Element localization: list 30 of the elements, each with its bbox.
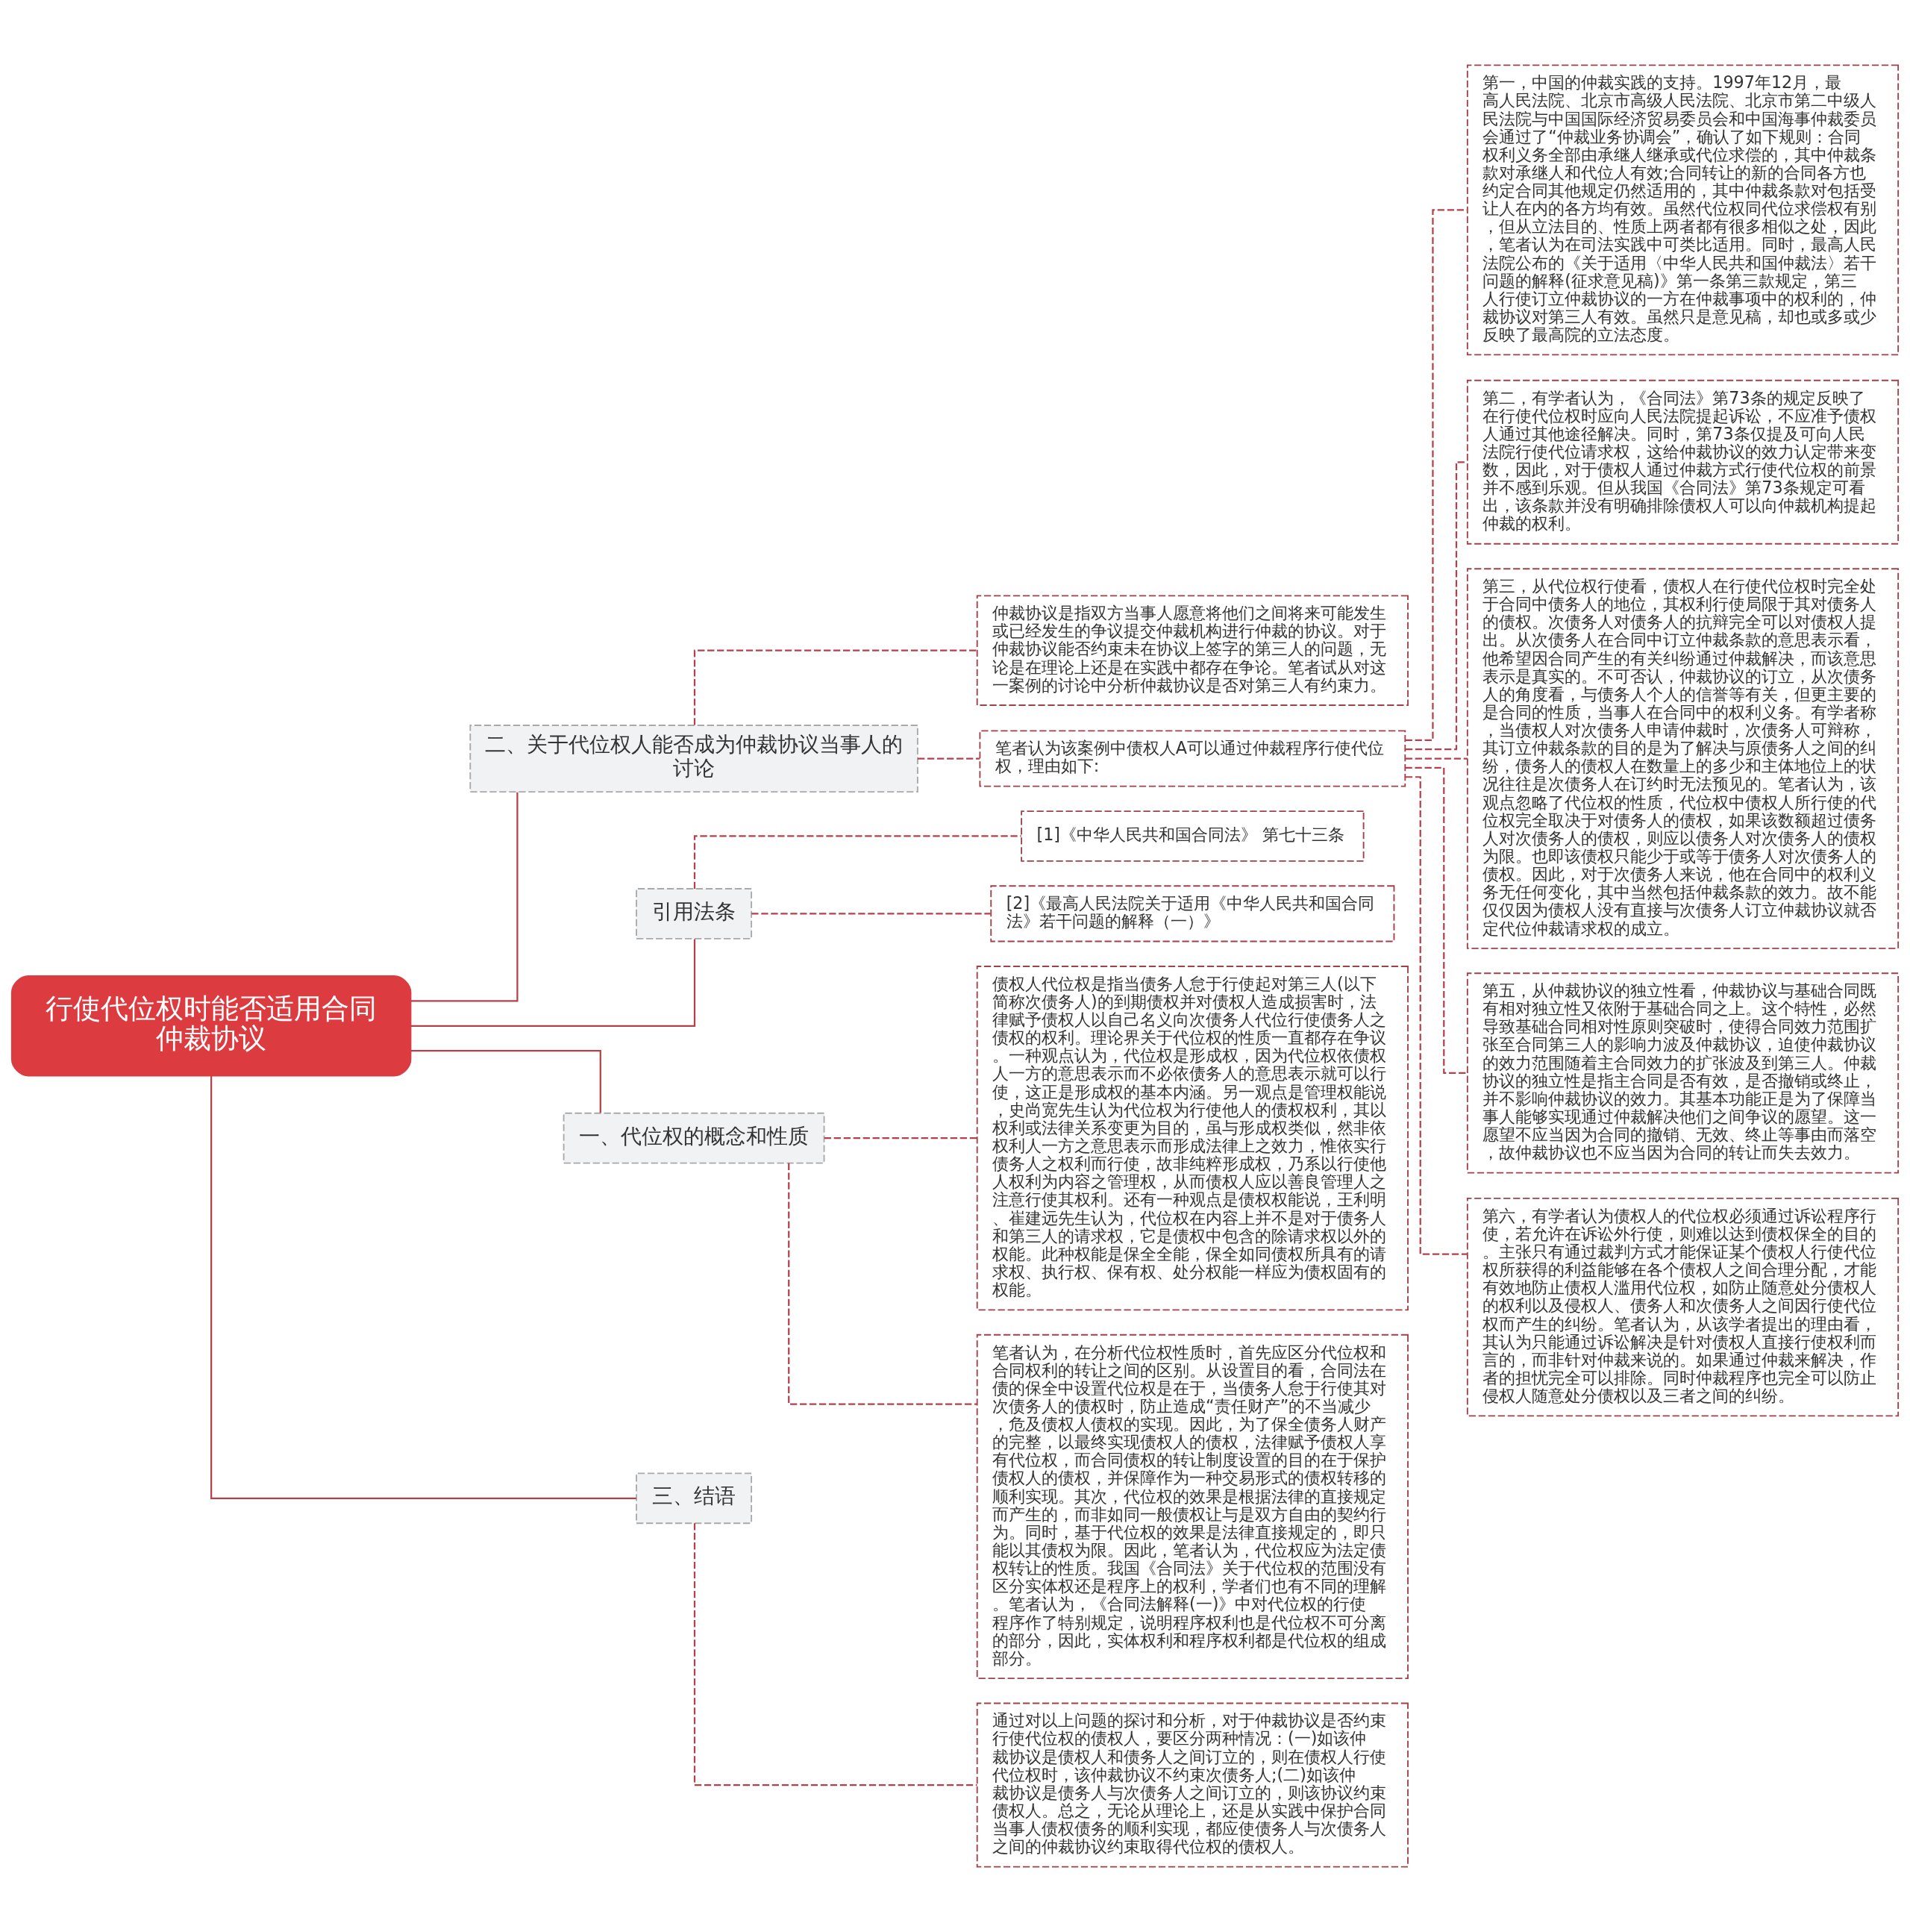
connector — [410, 1050, 601, 1113]
connector — [693, 835, 1021, 889]
node-box: 第三，从代位权行使看，债权人在行使代位权时完全处于合同中债务人的地位，其权利行使局限于其对债务人的债权。次债务人对债务人的抗辩完全可以对债权人提出。从次债务人在合同中订立仲裁条款的意思表示看，他希望因合同产生的有关纠纷通过仲裁解决，而该意思表示是真实的。不可否认，仲裁协议的订立，从次债务人的角度看，与债务人个人的信誉等有关，但更主要的是合同的性质，当事人在合同中的权利义务。有学者称，当债权人对次债务人申请仲裁时，次债务人可辩称，其订立仲裁条款的目的是为了解决与原债务人之间的纠纷，债务人的债权人在数量上的多少和主体地位上的状况往往是次债务人在订约时无法预见的。笔者认为，该观点忽略了代位权的性质，代位权中债权人所行使的代位权完全取决于对债务人的债权，如果该数额超过债务人对次债务人的债权，则应以债务人对次债务人的债权为限。也即该债权只能少于或等于债务人对次债务人的债权。因此，对于次债务人来说，他在合同中的权利义务无任何变化，其中当然包括仲裁条款的效力。故不能仅仅因为债权人没有直接与次债务人订立仲裁协议就否定代位仲裁请求权的成立。 — [1466, 568, 1900, 949]
node-box: [1]《中华人民共和国合同法》 第七十三条 — [1021, 810, 1365, 862]
node-box: 第二，有学者认为，《合同法》第73条的规定反映了在行使代位权时应向人民法院提起诉讼，不应准予债权人通过其他途径解决。同时，第73条仅提及可向人民法院行使代位请求权，这给仲裁协议的效力认定带来变数，因此，对于债权人通过仲裁方式行使代位权的前景并不感到乐观。但从我国《合同法》第73条规定可看出，该条款并没有明确排除债权人可以向仲裁机构提起仲裁的权利。 — [1466, 379, 1900, 545]
connector — [410, 792, 519, 1002]
node-box: 笔者认为该案例中债权人A可以通过仲裁程序行使代位权，理由如下: — [979, 730, 1406, 787]
connector — [751, 913, 991, 915]
connector — [693, 1523, 977, 1786]
node-box: 引用法条 — [636, 888, 753, 940]
connector — [693, 649, 977, 725]
connector — [788, 1163, 977, 1405]
connector — [824, 1137, 977, 1139]
connector — [1405, 776, 1468, 1255]
node-box: 第一，中国的仲裁实践的支持。1997年12月，最高人民法院、北京市高级人民法院、北京市第二中级人民法院与中国国际经济贸易委员会和中国海事仲裁委员会通过了“仲裁业务协调会”，确认了如下规则：合同权利义务全部由承继人继承或代位求偿的，其中仲裁条款对承继人和代位人有效;合同转让的新的合同各方也约定合同其他规定仍然适用的，其中仲裁条款对包括受让人在内的各方均有效。虽然代位权同代位求偿权有别，但从立法目的、性质上两者都有很多相似之处，因此，笔者认为在司法实践中可类比适用。同时，最高人民法院公布的《关于适用〈中华人民共和国仲裁法〉若干问题的解释(征求意见稿)》第一条第三款规定，第三人行使订立仲裁协议的一方在仲裁事项中的权利的，仲裁协议对第三人有效。虽然只是意见稿，却也或多或少反映了最高院的立法态度。 — [1466, 64, 1900, 356]
node-box: 仲裁协议是指双方当事人愿意将他们之间将来可能发生或已经发生的争议提交仲裁机构进行仲裁的协议。对于仲裁协议能否约束未在协议上签字的第三人的问题，无论是在理论上还是在实践中都存在争论。笔者试从对这一案例的讨论中分析仲裁协议是否对第三人有约束力。 — [976, 595, 1409, 706]
node-box: 债权人代位权是指当债务人怠于行使起对第三人(以下简称次债务人)的到期债权并对债权人造成损害时，法律赋予债权人以自己名义向次债务人代位行使债务人之债权的权利。理论界关于代位权的性质一直都存在争议。一种观点认为，代位权是形成权，因为代位权依债权人一方的意思表示而不必依债务人的意思表示就可以行使，这正是形成权的基本内涵。另一观点是管理权能说，史尚宽先生认为代位权为行使他人的债权权利，其以权利或法律关系变更为目的，虽与形成权类似，然非依权利人一方之意思表示而形成法律上之效力，惟依实行债务人之权利而行使，故非纯粹形成权，乃系以行使他人权利为内容之管理权，从而债权人应以善良管理人之注意行使其权利。还有一种观点是债权权能说，王利明、崔建远先生认为，代位权在内容上并不是对于债务人和第三人的请求权，它是债权中包含的除请求权以外的权能。此种权能是保全全能，保全如同债权所具有的请求权、执行权、保有权、处分权能一样应为债权固有的权能。 — [976, 966, 1409, 1311]
node-box: [2]《最高人民法院关于适用《中华人民共和国合同法》若干问题的解释（一）》 — [990, 885, 1395, 942]
node-box: 第六，有学者认为债权人的代位权必须通过诉讼程序行使，若允许在诉讼外行使，则难以达到债权保全的目的。主张只有通过裁判方式才能保证某个债权人行使代位权所获得的利益能够在各个债权人之间合理分配，才能有效地防止债权人滥用代位权，如防止随意处分债权人的权利以及侵权人、债务人和次债务人之间因行使代位权而产生的纠纷。笔者认为，从该学者提出的理由看，其认为只能通过诉讼解决是针对债权人直接行使权利而言的，而非针对仲裁来说的。如果通过仲裁来解决，作者的担忧完全可以排除。同时仲裁程序也完全可以防止侵权人随意处分债权以及三者之间的纠纷。 — [1466, 1197, 1900, 1417]
connector — [210, 1075, 636, 1499]
node-box: 二、关于代位权人能否成为仲裁协议当事人的讨论 — [469, 725, 918, 793]
node-box: 一、代位权的概念和性质 — [563, 1112, 825, 1164]
node-box: 通过对以上问题的探讨和分析，对于仲裁协议是否约束行使代位权的债权人，要区分两种情况：(一)如该仲裁协议是债权人和债务人之间订立的，则在债权人行使代位权时，该仲裁协议不约束次债务人;(二)如该仲裁协议是债务人与次债务人之间订立的，则该协议约束债权人。总之，无论从理论上，还是从实践中保护合同当事人债权债务的顺利实现，都应使债务人与次债务人之间的仲裁协议约束取得代位权的债权人。 — [976, 1702, 1409, 1868]
node-box: 行使代位权时能否适用合同仲裁协议 — [10, 975, 412, 1077]
node-box: 三、结语 — [636, 1472, 753, 1525]
connector — [410, 939, 696, 1027]
node-box: 笔者认为，在分析代位权性质时，首先应区分代位权和合同权利的转让之间的区别。从设置目的看，合同法在债的保全中设置代位权是在于，当债务人怠于行使其对次债务人的债权时，防止造成“责任财产”的不当减少，危及债权人债权的实现。因此，为了保全债务人财产的完整，以最终实现债权人的债权，法律赋予债权人享有代位权，而合同债权的转让制度设置的目的在于保护债权人的债权，并保障作为一种交易形式的债权转移的顺利实现。其次，代位权的效果是根据法律的直接规定而产生的，而非如同一般债权让与是双方自由的契约行为。同时，基于代位权的效果是法律直接规定的，即只能以其债权为限。因此，笔者认为，代位权应为法定债权转让的性质。我国《合同法》关于代位权的范围没有区分实体权还是程序上的权利，学者们也有不同的理解。笔者认为，《合同法解释(一)》中对代位权的行使程序作了特别规定，说明程序权利也是代位权不可分离的部分，因此，实体权利和程序权利都是代位权的组成部分。 — [976, 1334, 1409, 1680]
connector — [1405, 757, 1468, 760]
node-box: 第五，从仲裁协议的独立性看，仲裁协议与基础合同既有相对独立性又依附于基础合同之上。这个特性，必然导致基础合同相对性原则突破时，使得合同效力范围扩张至合同第三人的影响力波及仲裁协议，迫使仲裁协议的效力范围随着主合同效力的扩张波及到第三人。仲裁协议的独立性是指主合同是否有效，是否撤销或终止，并不影响仲裁协议的效力。其基本功能正是为了保障当事人能够实现通过仲裁解决他们之间争议的愿望。这一愿望不应当因为合同的撤销、无效、终止等事由而落空，故仲裁协议也不应当因为合同的转让而失去效力。 — [1466, 972, 1900, 1174]
connector — [918, 757, 980, 760]
